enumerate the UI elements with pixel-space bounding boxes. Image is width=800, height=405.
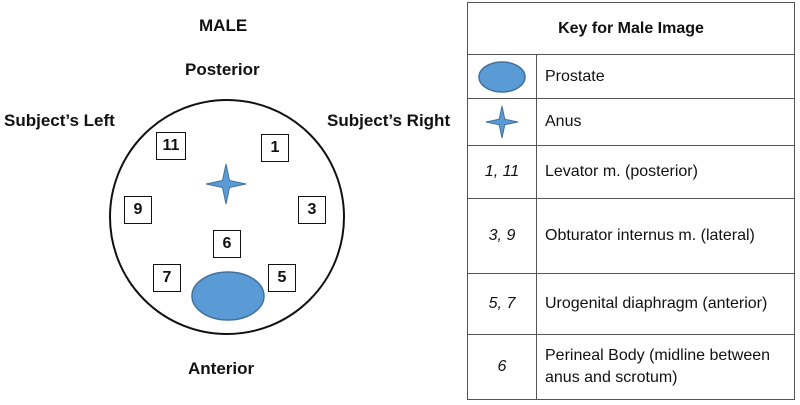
position-11-box: 11 [156,132,186,160]
key-row-levator: 1, 11 Levator m. (posterior) [467,145,795,199]
key-symbol-cell [467,54,537,99]
position-5-box: 5 [268,264,296,292]
key-symbol: 5, 7 [467,273,537,335]
prostate-ellipse-icon [478,60,526,93]
position-6-box: 6 [213,230,241,258]
key-label: Obturator internus m. (lateral) [536,198,795,274]
key-symbol: 6 [467,334,537,400]
key-row-anus: Anus [467,98,795,146]
key-label: Anus [536,98,795,146]
anterior-label: Anterior [188,359,255,378]
key-row-urogenital: 5, 7 Urogenital diaphragm (anterior) [467,273,795,335]
position-7-box: 7 [153,264,181,292]
anus-star-icon [205,163,247,205]
subject-right-label: Subject’s Right [327,111,451,130]
anus-star-icon [485,105,519,139]
key-symbol: 1, 11 [467,145,537,199]
subject-left-label: Subject’s Left [4,111,115,130]
position-9-box: 9 [124,196,152,224]
key-title: Key for Male Image [467,2,795,55]
prostate-ellipse-icon [191,271,265,321]
pelvic-floor-circle [109,99,345,335]
key-label: Prostate [536,54,795,99]
key-row-perineal: 6 Perineal Body (midline between anus an… [467,334,795,400]
key-label: Perineal Body (midline between anus and … [536,334,795,400]
key-symbol: 3, 9 [467,198,537,274]
posterior-label: Posterior [185,60,260,79]
diagram-title: MALE [199,16,248,35]
position-3-box: 3 [298,196,326,224]
key-row-prostate: Prostate [467,54,795,99]
key-label: Levator m. (posterior) [536,145,795,199]
position-1-box: 1 [261,134,289,162]
key-row-obturator: 3, 9 Obturator internus m. (lateral) [467,198,795,274]
male-diagram: MALE Posterior Subject’s Left Subject’s … [4,16,451,378]
key-label: Urogenital diaphragm (anterior) [536,273,795,335]
key-table: Key for Male Image Prostate Anus 1, 11 L… [467,2,795,400]
key-symbol-cell [467,98,537,146]
